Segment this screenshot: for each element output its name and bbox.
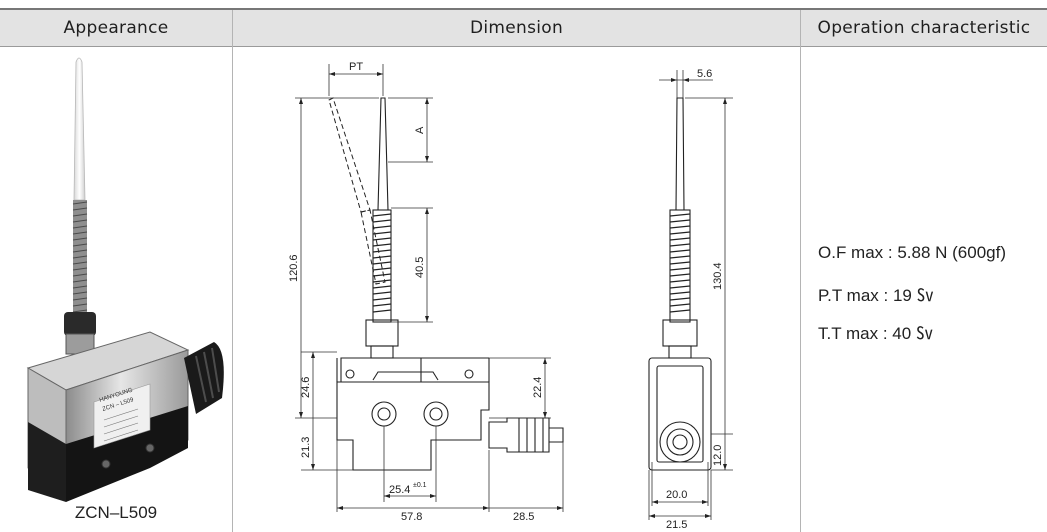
actuator-collar bbox=[64, 312, 96, 336]
dim-hole-pitch-tolerance: ±0.1 bbox=[413, 482, 427, 489]
mount-hole-2 bbox=[145, 443, 155, 453]
front-spring bbox=[372, 209, 392, 323]
dim-pt-label: PT bbox=[349, 61, 363, 73]
dim-body-lower: 21.3 bbox=[300, 437, 312, 458]
dim-side-bottom: 12.0 bbox=[712, 445, 724, 466]
front-body-top bbox=[340, 357, 422, 383]
dim-spring-length: 40.5 bbox=[414, 257, 426, 278]
operation-force: O.F max : 5.88 N (600gf) bbox=[818, 243, 1007, 262]
table-top-rule bbox=[0, 8, 1047, 10]
product-photo: HANYOUNG ZCN – L509 bbox=[26, 57, 224, 502]
dim-cable-length: 28.5 bbox=[513, 511, 534, 523]
side-spring bbox=[669, 209, 691, 323]
pretravel: P.T max : 19 ㏜ bbox=[818, 286, 934, 305]
total-travel: T.T max : 40 ㏜ bbox=[818, 324, 933, 343]
header-appearance: Appearance bbox=[63, 18, 169, 38]
side-cable-entry bbox=[659, 421, 701, 463]
side-body bbox=[648, 357, 712, 471]
column-divider-1 bbox=[232, 10, 233, 532]
dim-body-height: 24.6 bbox=[300, 377, 312, 398]
table-header: Appearance Dimension Operation character… bbox=[0, 10, 1047, 47]
dim-hole-pitch: 25.4 bbox=[389, 484, 410, 496]
dimension-arrows bbox=[299, 72, 727, 518]
header-operation-characteristic: Operation characteristic bbox=[817, 18, 1031, 38]
black-base bbox=[66, 406, 188, 502]
dim-body-width: 57.8 bbox=[401, 511, 422, 523]
dim-side-width-outer: 21.5 bbox=[666, 519, 687, 531]
dim-side-height: 130.4 bbox=[712, 262, 724, 290]
front-cable bbox=[488, 417, 550, 453]
mount-hole-1 bbox=[101, 459, 111, 469]
dim-a-label: A bbox=[414, 126, 426, 134]
dim-side-top-width: 5.6 bbox=[697, 68, 712, 80]
spring-coil bbox=[73, 200, 87, 318]
dimension-drawing: PT A 120.6 40.5 24.6 22.4 21.3 25.4 ±0.1… bbox=[288, 61, 733, 531]
side-lever bbox=[675, 97, 685, 211]
dim-side-width-inner: 20.0 bbox=[666, 489, 687, 501]
front-hole-left bbox=[371, 401, 397, 427]
spring-hatching bbox=[372, 213, 691, 313]
front-hole-right bbox=[423, 401, 449, 427]
model-name: ZCN–L509 bbox=[74, 503, 158, 522]
header-dimension: Dimension bbox=[469, 18, 564, 38]
dimension-lines bbox=[295, 64, 733, 520]
front-body bbox=[336, 381, 490, 471]
dim-overall-height: 120.6 bbox=[288, 254, 300, 282]
column-divider-2 bbox=[800, 10, 801, 532]
dim-body-upper: 22.4 bbox=[532, 377, 544, 398]
front-lever bbox=[377, 97, 389, 211]
plastic-rod-tip bbox=[73, 57, 86, 201]
product-label bbox=[93, 383, 151, 449]
